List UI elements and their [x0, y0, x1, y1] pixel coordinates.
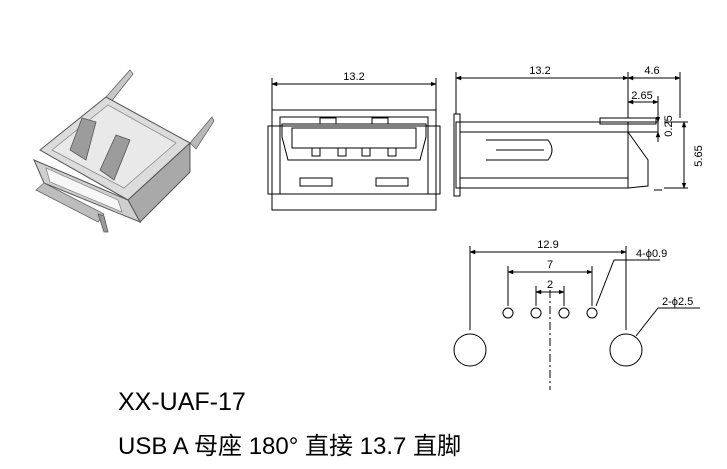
side-depth-label: 4.6: [644, 65, 659, 77]
pin-hole-3: [558, 307, 570, 319]
product-description: USB A 母座 180° 直接 13.7 直脚: [118, 433, 462, 460]
side-height-label: 5.65: [693, 145, 705, 166]
small-hole-label: 4-ϕ0.9: [636, 248, 667, 260]
model-number: XX-UAF-17: [118, 388, 246, 416]
pin-hole-2: [530, 307, 542, 319]
mount-hole-right: [609, 333, 643, 367]
side-length-label: 13.2: [529, 65, 550, 77]
front-width-label: 13.2: [343, 71, 364, 83]
footprint-inner-span-label: 2: [547, 279, 553, 291]
front-view: [267, 78, 441, 211]
footprint-outer-span-label: 12.9: [537, 239, 558, 251]
side-thickness-label: 0.25: [663, 115, 675, 136]
large-hole-label: 2-ϕ2.5: [662, 296, 693, 308]
mount-hole-left: [453, 333, 487, 367]
side-view: [453, 72, 688, 197]
pin-hole-4: [586, 307, 598, 319]
pcb-footprint: [453, 246, 700, 390]
side-offset-label: 2.65: [631, 90, 652, 102]
footprint-mid-span-label: 7: [547, 259, 553, 271]
pin-hole-1: [502, 307, 514, 319]
product-isometric-illustration: [33, 69, 215, 233]
